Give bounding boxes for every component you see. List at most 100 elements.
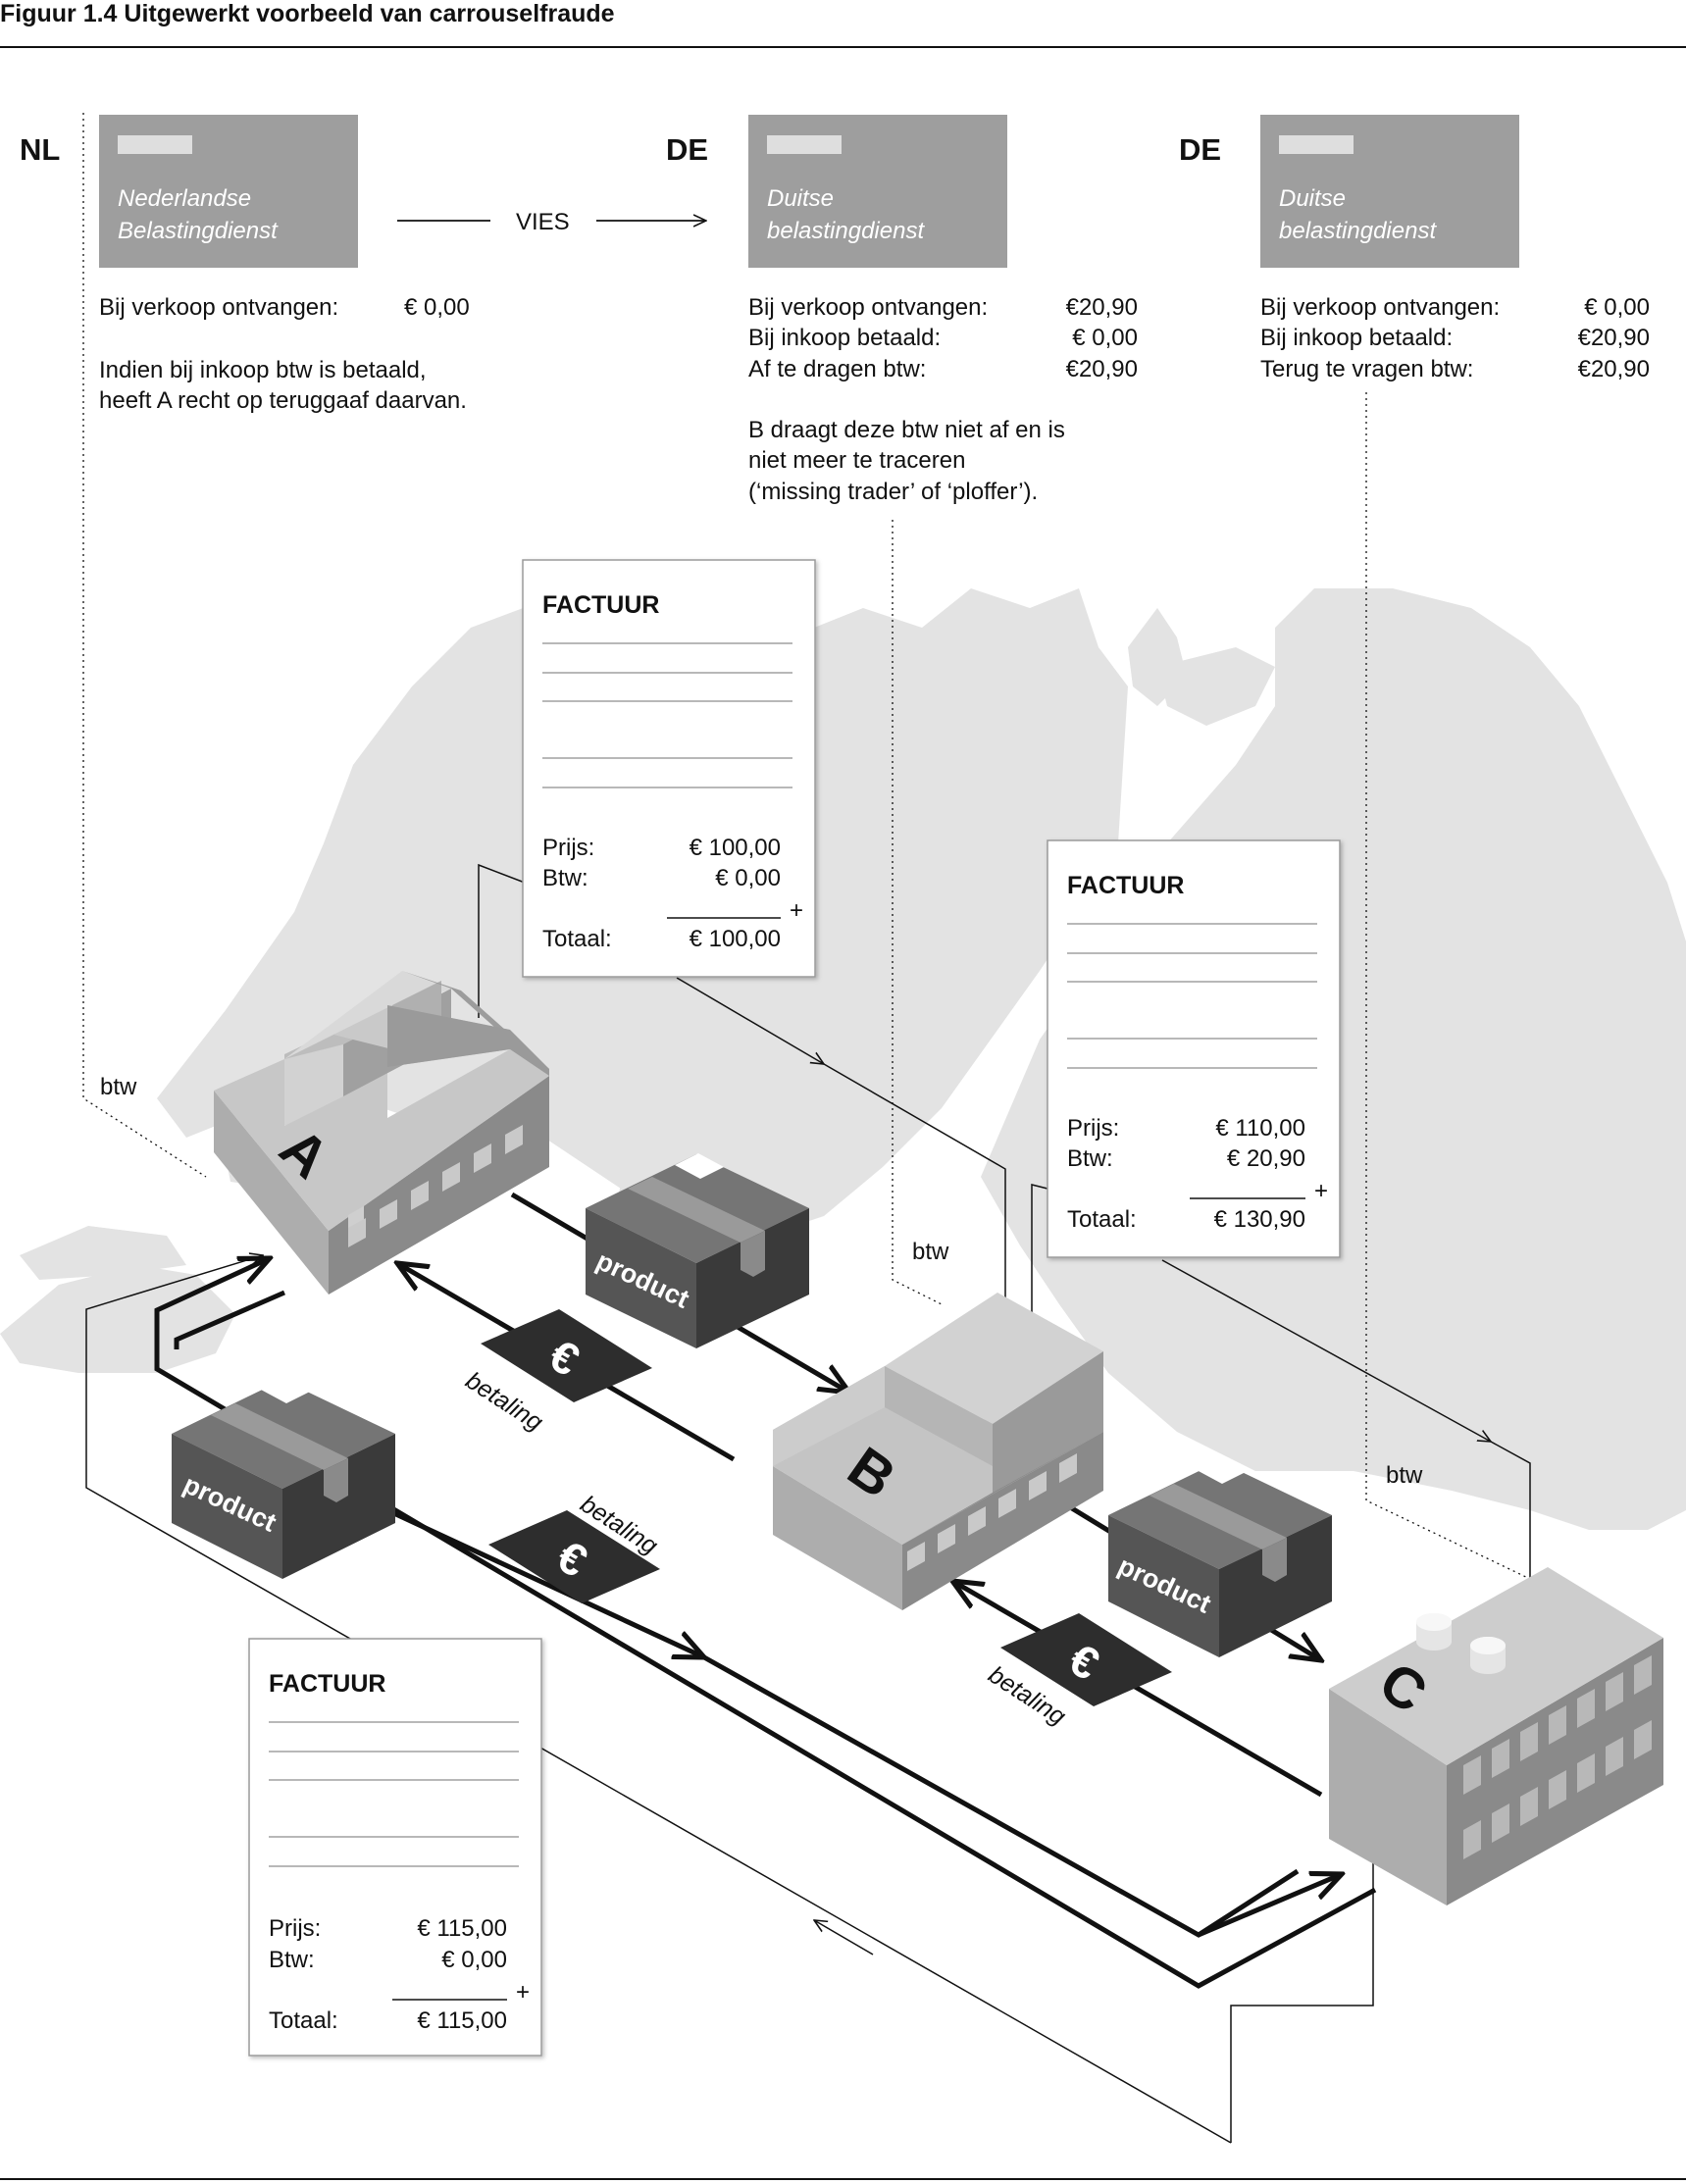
window xyxy=(505,1125,523,1154)
svg-text:€20,90: €20,90 xyxy=(1578,356,1650,382)
window xyxy=(907,1542,925,1571)
svg-text:Totaal:: Totaal: xyxy=(542,926,612,952)
window xyxy=(1577,1753,1595,1793)
product-line-to-c xyxy=(702,1654,1300,1938)
window xyxy=(1059,1453,1077,1483)
authority-nl: Nederlandse Belastingdienst xyxy=(99,115,358,268)
svg-text:+: + xyxy=(790,897,803,924)
svg-text:Bij verkoop ontvangen:: Bij verkoop ontvangen: xyxy=(1260,294,1500,321)
payment-token-b-a: € xyxy=(481,1309,652,1402)
payment-arrow-c-b xyxy=(952,1581,1323,1798)
svg-text:Indien bij inkoop btw is betaa: Indien bij inkoop btw is betaald, xyxy=(99,357,427,383)
window xyxy=(1520,1787,1538,1826)
svg-text:B draagt deze btw niet af en i: B draagt deze btw niet af en is xyxy=(748,417,1065,443)
company-b: B xyxy=(773,1293,1103,1610)
svg-text:€20,90: €20,90 xyxy=(1066,294,1138,321)
company-c: C xyxy=(1329,1567,1663,1905)
window xyxy=(998,1489,1016,1518)
de1-info: Bij verkoop ontvangen: €20,90 Bij inkoop… xyxy=(748,294,1138,505)
country-label-de-2: DE xyxy=(1179,132,1221,167)
svg-text:+: + xyxy=(1314,1178,1328,1204)
country-label-nl: NL xyxy=(20,132,60,167)
invoice-b-c-content: FACTUUR Prijs: € 110,00 Btw: € 20,90 + T… xyxy=(1067,872,1328,1233)
invoice-b-c xyxy=(1047,839,1341,1258)
window xyxy=(968,1506,986,1536)
svg-text:Btw:: Btw: xyxy=(269,1947,315,1973)
vies-label: VIES xyxy=(516,209,570,235)
window xyxy=(442,1162,460,1192)
invoice-a-b xyxy=(522,559,816,978)
svg-text:€ 115,00: € 115,00 xyxy=(417,2007,507,2034)
svg-text:Bij inkoop betaald:: Bij inkoop betaald: xyxy=(1260,325,1453,351)
building-windows xyxy=(348,1125,1652,1859)
window xyxy=(1463,1755,1481,1795)
svg-text:€ 0,00: € 0,00 xyxy=(441,1947,507,1973)
svg-text:Bij inkoop betaald:: Bij inkoop betaald: xyxy=(748,325,941,351)
window xyxy=(1577,1689,1595,1728)
authority-de-1: Duitse belastingdienst xyxy=(748,115,1007,268)
btw-label-c: btw xyxy=(1386,1462,1423,1489)
window xyxy=(1492,1739,1509,1778)
btw-label-a: btw xyxy=(100,1074,137,1100)
svg-text:€ 0,00: € 0,00 xyxy=(1584,294,1650,321)
svg-text:€ 110,00: € 110,00 xyxy=(1215,1115,1305,1142)
svg-text:Duitse: Duitse xyxy=(767,185,834,212)
svg-text:(‘missing trader’ of ‘ploffer’: (‘missing trader’ of ‘ploffer’). xyxy=(748,479,1038,505)
svg-text:Btw:: Btw: xyxy=(1067,1145,1113,1172)
nl-info: Bij verkoop ontvangen: € 0,00 Indien bij… xyxy=(99,294,470,414)
window xyxy=(1463,1820,1481,1859)
window xyxy=(1634,1720,1652,1759)
svg-text:niet meer te traceren: niet meer te traceren xyxy=(748,447,965,474)
window xyxy=(348,1218,366,1247)
svg-text:Bij verkoop ontvangen:: Bij verkoop ontvangen: xyxy=(748,294,988,321)
company-a: A xyxy=(214,971,549,1295)
svg-text:belastingdienst: belastingdienst xyxy=(1279,218,1437,244)
btw-label-b: btw xyxy=(912,1239,949,1265)
window xyxy=(1029,1471,1047,1500)
svg-text:€ 100,00: € 100,00 xyxy=(690,835,781,861)
svg-text:€ 0,00: € 0,00 xyxy=(1072,325,1138,351)
svg-text:€ 20,90: € 20,90 xyxy=(1227,1145,1305,1172)
window xyxy=(380,1199,397,1229)
svg-text:Af te dragen btw:: Af te dragen btw: xyxy=(748,356,926,382)
window xyxy=(1606,1672,1623,1711)
window xyxy=(474,1143,491,1173)
window xyxy=(1520,1722,1538,1761)
authority-de-2: Duitse belastingdienst xyxy=(1260,115,1519,268)
payment-token-c-a: € xyxy=(488,1510,660,1603)
btw-dotted-lines xyxy=(82,113,1531,1580)
window xyxy=(1492,1803,1509,1843)
product-box-a-c: product xyxy=(172,1378,395,1579)
window xyxy=(411,1181,429,1210)
product-arrowhead-c xyxy=(1198,1874,1342,1938)
svg-text:belastingdienst: belastingdienst xyxy=(767,218,925,244)
de2-info: Bij verkoop ontvangen: € 0,00 Bij inkoop… xyxy=(1260,294,1650,382)
svg-text:Totaal:: Totaal: xyxy=(1067,1206,1137,1233)
svg-text:€ 130,90: € 130,90 xyxy=(1214,1206,1305,1233)
svg-text:Btw:: Btw: xyxy=(542,865,588,891)
svg-text:€20,90: €20,90 xyxy=(1578,325,1650,351)
invoice-a-b-content: FACTUUR Prijs: € 100,00 Btw: € 0,00 + To… xyxy=(542,591,803,952)
svg-text:Nederlandse: Nederlandse xyxy=(118,185,251,212)
svg-text:€ 100,00: € 100,00 xyxy=(690,926,781,952)
svg-text:Terug te vragen btw:: Terug te vragen btw: xyxy=(1260,356,1473,382)
svg-text:€ 0,00: € 0,00 xyxy=(715,865,781,891)
svg-text:Prijs:: Prijs: xyxy=(542,835,594,861)
invoice-c-a xyxy=(248,1638,542,2057)
window xyxy=(938,1524,955,1553)
product-box-a-b: product xyxy=(586,1153,809,1348)
payment-arrow-c-a xyxy=(154,1258,1377,1989)
payment-inner-a xyxy=(174,1290,285,1349)
svg-text:FACTUUR: FACTUUR xyxy=(1067,872,1184,899)
country-label-de-1: DE xyxy=(666,132,708,167)
window xyxy=(1606,1737,1623,1776)
invoice-c-a-content: FACTUUR Prijs: € 115,00 Btw: € 0,00 + To… xyxy=(269,1670,530,2034)
svg-text:Bij verkoop ontvangen:: Bij verkoop ontvangen: xyxy=(99,294,338,321)
product-box-b-c: product xyxy=(1108,1458,1332,1657)
svg-text:Belastingdienst: Belastingdienst xyxy=(118,218,279,244)
svg-text:Duitse: Duitse xyxy=(1279,185,1346,212)
svg-text:€ 0,00: € 0,00 xyxy=(404,294,470,321)
svg-text:€ 115,00: € 115,00 xyxy=(417,1915,507,1942)
invoice-connectors xyxy=(85,863,1531,2144)
svg-text:Prijs:: Prijs: xyxy=(1067,1115,1119,1142)
